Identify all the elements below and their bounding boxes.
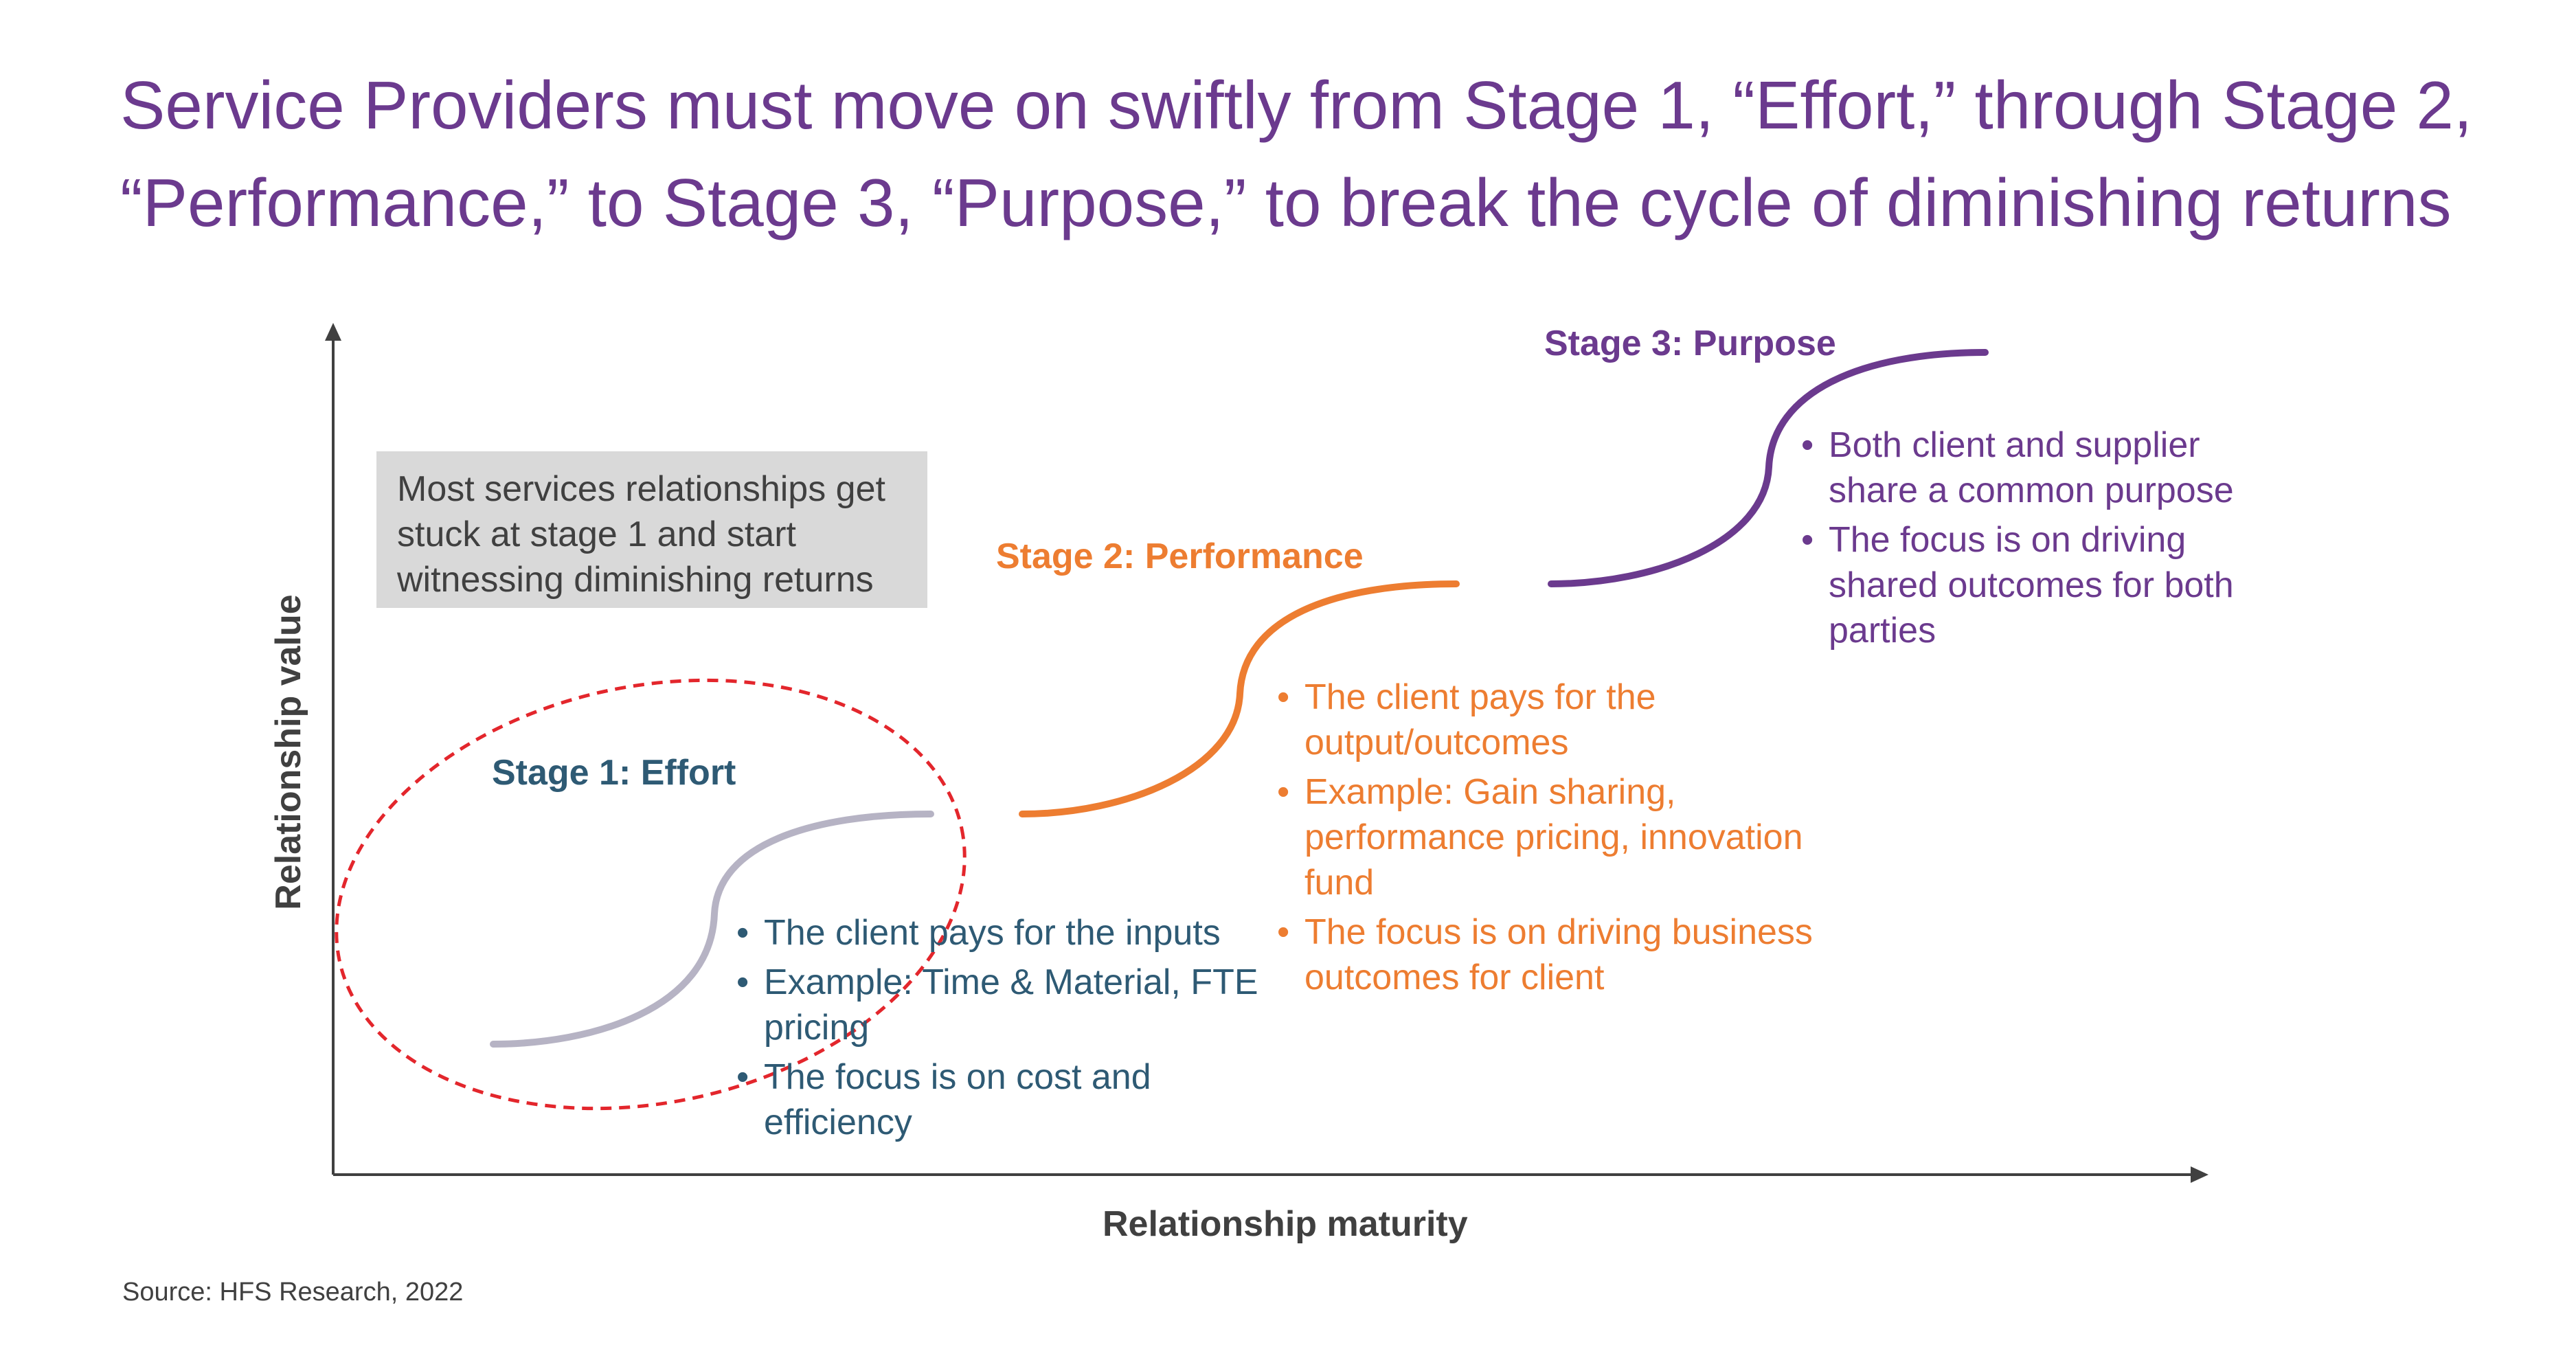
stage1-curve	[490, 811, 934, 1048]
stage3-curve	[1548, 349, 1989, 587]
y-axis-label: Relationship value	[269, 594, 308, 910]
stage3-bullet-list: Both client and supplier share a common …	[1801, 422, 2268, 657]
stage2-bullet: The focus is on driving business outcome…	[1277, 909, 1882, 1000]
stuck-at-stage1-callout: Most services relationships get stuck at…	[376, 451, 927, 608]
stage1-bullet: The client pays for the inputs	[736, 910, 1258, 956]
page-title: Service Providers must move on swiftly f…	[120, 67, 2473, 240]
stage2-bullet: The client pays for the output/outcomes	[1277, 675, 1882, 765]
stage1-bullet: Example: Time & Material, FTE pricing	[736, 960, 1258, 1050]
stage2-curve	[1019, 580, 1460, 817]
source-note: Source: HFS Research, 2022	[122, 1278, 464, 1307]
stage1-bullet: The focus is on cost and efficiency	[736, 1054, 1258, 1145]
stage3-label: Stage 3: Purpose	[1544, 324, 1836, 363]
stage1-bullet-list: The client pays for the inputs Example: …	[736, 910, 1258, 1149]
x-axis-arrow	[2191, 1166, 2208, 1183]
x-axis-label: Relationship maturity	[1103, 1204, 1468, 1244]
stage2-label: Stage 2: Performance	[996, 536, 1364, 576]
stage3-bullet: The focus is on driving shared outcomes …	[1801, 517, 2268, 653]
stage1-label: Stage 1: Effort	[492, 753, 736, 793]
stage3-bullet: Both client and supplier share a common …	[1801, 422, 2268, 513]
y-axis-arrow	[325, 323, 341, 341]
stage1-highlight-ellipse	[335, 678, 967, 1111]
stage2-bullet-list: The client pays for the output/outcomes …	[1277, 675, 1882, 1004]
stage2-bullet: Example: Gain sharing, performance prici…	[1277, 769, 1882, 905]
